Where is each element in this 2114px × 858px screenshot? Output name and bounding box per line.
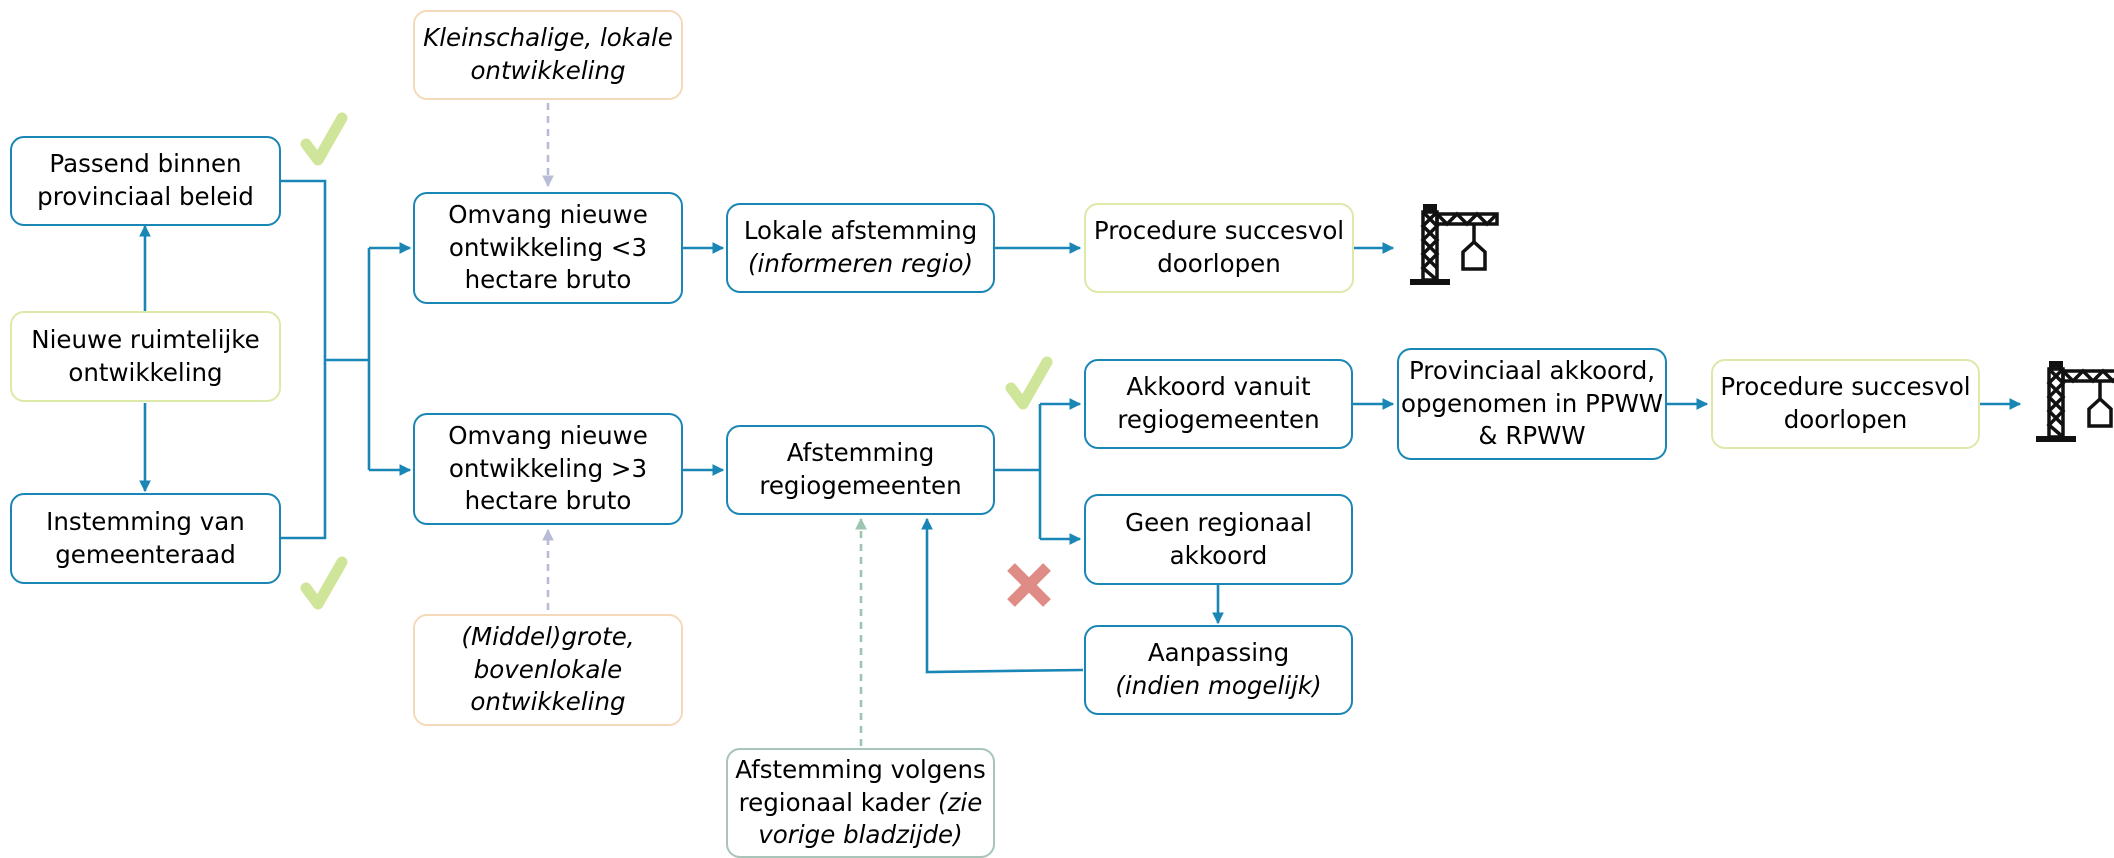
box-line: (indien mogelijk) — [1115, 671, 1322, 700]
box-aanpassing: Aanpassing (indien mogelijk) — [1084, 625, 1353, 715]
box-kleinschalige-lokale-ontwikkeling: Kleinschalige, lokale ontwikkeling — [413, 10, 683, 100]
box-line: & RPWW — [1478, 421, 1586, 451]
box-line: regiogemeenten — [759, 471, 962, 500]
box-line: ontwikkeling >3 — [448, 453, 648, 483]
box-line: Nieuwe ruimtelijke — [31, 324, 260, 354]
box-passend-binnen-provinciaal-beleid: Passend binnen provinciaal beleid — [10, 136, 281, 226]
box-procedure-succesvol-doorlopen-1: Procedure succesvol doorlopen — [1084, 203, 1354, 293]
box-line: doorlopen — [1783, 405, 1908, 434]
box-line: hectare bruto — [464, 486, 632, 516]
box-line: gemeenteraad — [55, 539, 236, 569]
box-line: vorige bladzijde) — [758, 820, 963, 850]
construction-crane-icon — [1410, 204, 1499, 285]
box-line: ontwikkeling <3 — [448, 232, 648, 262]
box-line: Geen regionaal — [1125, 507, 1312, 537]
construction-crane-icon — [2036, 361, 2114, 442]
box-line: Procedure succesvol — [1720, 372, 1971, 402]
arrow-aanpassing-back-to-afstemming — [921, 517, 1084, 674]
box-line: (Middel)grote, — [461, 621, 635, 651]
box-line: akkoord — [1169, 540, 1268, 570]
box-line: provinciaal beleid — [37, 182, 254, 211]
box-middelgrote-bovenlokale-ontwikkeling: (Middel)grote, bovenlokale ontwikkeling — [413, 614, 683, 726]
box-text: (zie — [938, 787, 983, 817]
box-line: opgenomen in PPWW — [1400, 388, 1664, 418]
box-line: regionaal kader (zie — [735, 787, 986, 820]
box-line: Provinciaal akkoord, — [1408, 355, 1656, 385]
box-line: Kleinschalige, lokale — [423, 23, 673, 53]
box-afstemming-volgens-regionaal-kader: Afstemming volgens regionaal kader (zie … — [726, 748, 995, 858]
box-line: Procedure succesvol — [1093, 216, 1345, 246]
connector-passend-bracket — [281, 179, 327, 540]
cross-icon — [1007, 563, 1051, 607]
box-lokale-afstemming: Lokale afstemming (informeren regio) — [726, 203, 995, 293]
box-omvang-groter-dan-3-hectare: Omvang nieuwe ontwikkeling >3 hectare br… — [413, 413, 683, 525]
box-afstemming-regiogemeenten: Afstemming regiogemeenten — [726, 425, 995, 515]
box-line: bovenlokale — [473, 654, 623, 684]
box-text: regionaal kader — [738, 787, 939, 817]
box-omvang-kleiner-dan-3-hectare: Omvang nieuwe ontwikkeling <3 hectare br… — [413, 192, 683, 304]
box-line: doorlopen — [1157, 249, 1281, 278]
box-nieuwe-ruimtelijke-ontwikkeling: Nieuwe ruimtelijke ontwikkeling — [10, 311, 281, 402]
box-line: regiogemeenten — [1117, 405, 1320, 434]
check-icon — [300, 556, 348, 610]
box-line: ontwikkeling — [470, 56, 626, 85]
box-geen-regionaal-akkoord: Geen regionaal akkoord — [1084, 494, 1353, 585]
box-instemming-van-gemeenteraad: Instemming van gemeenteraad — [10, 493, 281, 584]
box-line: Omvang nieuwe — [448, 199, 648, 229]
box-line: Omvang nieuwe — [448, 420, 648, 450]
box-line: Aanpassing — [1147, 638, 1290, 668]
box-line: Afstemming — [786, 438, 935, 468]
box-akkoord-vanuit-regiogemeenten: Akkoord vanuit regiogemeenten — [1084, 359, 1353, 449]
box-line: Passend binnen — [49, 149, 242, 179]
check-icon — [300, 112, 348, 166]
box-procedure-succesvol-doorlopen-2: Procedure succesvol doorlopen — [1711, 359, 1980, 449]
box-line: Instemming van — [46, 506, 245, 536]
box-line: ontwikkeling — [470, 687, 626, 717]
box-provinciaal-akkoord: Provinciaal akkoord, opgenomen in PPWW &… — [1397, 348, 1667, 460]
check-icon — [1005, 356, 1053, 410]
box-line: ontwikkeling — [68, 357, 223, 387]
box-line: Lokale afstemming — [743, 216, 978, 246]
box-line: hectare bruto — [464, 265, 632, 295]
box-line: Afstemming volgens — [735, 754, 986, 784]
box-line: Akkoord vanuit — [1126, 372, 1311, 402]
box-line: (informeren regio) — [747, 249, 974, 278]
